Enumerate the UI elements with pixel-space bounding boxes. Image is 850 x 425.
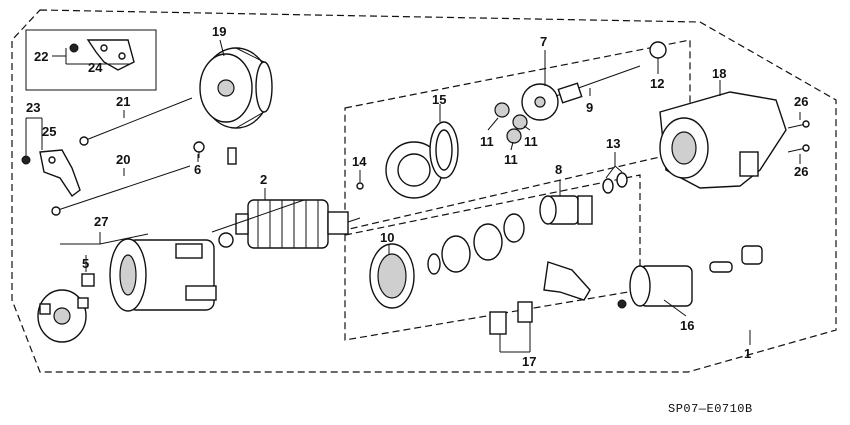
callout-2: 2 <box>260 172 267 187</box>
brush-holder <box>37 289 89 343</box>
callout-7: 7 <box>540 34 547 49</box>
yoke-housing-27 <box>109 238 217 312</box>
drive-end-housing-18 <box>659 91 787 189</box>
bolts-26 <box>787 120 810 153</box>
leader-lines <box>25 39 801 353</box>
callout-27: 27 <box>94 214 108 229</box>
inset-frame <box>25 29 157 91</box>
bracket-23-25 <box>21 149 81 198</box>
callout-23: 23 <box>26 100 40 115</box>
callout-6: 6 <box>194 162 201 177</box>
callout-11b: 11 <box>504 152 518 167</box>
washer-12 <box>649 41 667 59</box>
callout-16: 16 <box>680 318 694 333</box>
armature-shaft-group-boundary <box>344 39 691 231</box>
callout-21: 21 <box>116 94 130 109</box>
pinion-gear-8 <box>539 195 593 225</box>
callout-26a: 26 <box>794 94 808 109</box>
screws-6 <box>193 141 237 165</box>
clutch-group-boundary <box>344 174 641 341</box>
callout-11c: 11 <box>524 134 538 149</box>
washers-13 <box>602 172 628 194</box>
planetary-gear-carrier-7 <box>521 65 641 121</box>
gear-housing-15 <box>385 121 459 199</box>
callout-10: 10 <box>380 230 394 245</box>
diagram-reference-code: SP07—E0710B <box>668 402 753 416</box>
callout-14: 14 <box>352 154 367 169</box>
rear-cover-19 <box>199 47 273 129</box>
assembly-boundary <box>11 9 837 373</box>
callout-26b: 26 <box>794 164 808 179</box>
callout-11a: 11 <box>480 134 494 149</box>
callout-5: 5 <box>82 256 89 271</box>
callout-8: 8 <box>555 162 562 177</box>
callout-20: 20 <box>116 152 130 167</box>
callout-18: 18 <box>712 66 726 81</box>
callout-22: 22 <box>34 49 48 64</box>
callout-1: 1 <box>744 346 751 361</box>
callout-labels: 1 2 5 6 7 8 9 10 11 11 11 12 13 14 15 16… <box>26 24 808 369</box>
ball-14 <box>356 182 364 190</box>
callout-24: 24 <box>88 60 103 75</box>
callout-9: 9 <box>586 100 593 115</box>
callout-17: 17 <box>522 354 536 369</box>
through-bolts <box>51 97 193 216</box>
brush-spring-5 <box>81 273 95 287</box>
callout-19: 19 <box>212 24 226 39</box>
internal-gear-10 <box>369 213 525 309</box>
callout-15: 15 <box>432 92 446 107</box>
solenoid-16 <box>617 245 763 309</box>
bracket-22-24 <box>69 39 135 71</box>
armature-2 <box>218 199 361 249</box>
callout-13: 13 <box>606 136 620 151</box>
callout-25: 25 <box>42 124 56 139</box>
callout-12: 12 <box>650 76 664 91</box>
planetary-gears-11 <box>494 102 528 144</box>
shift-lever-17 <box>489 261 591 335</box>
